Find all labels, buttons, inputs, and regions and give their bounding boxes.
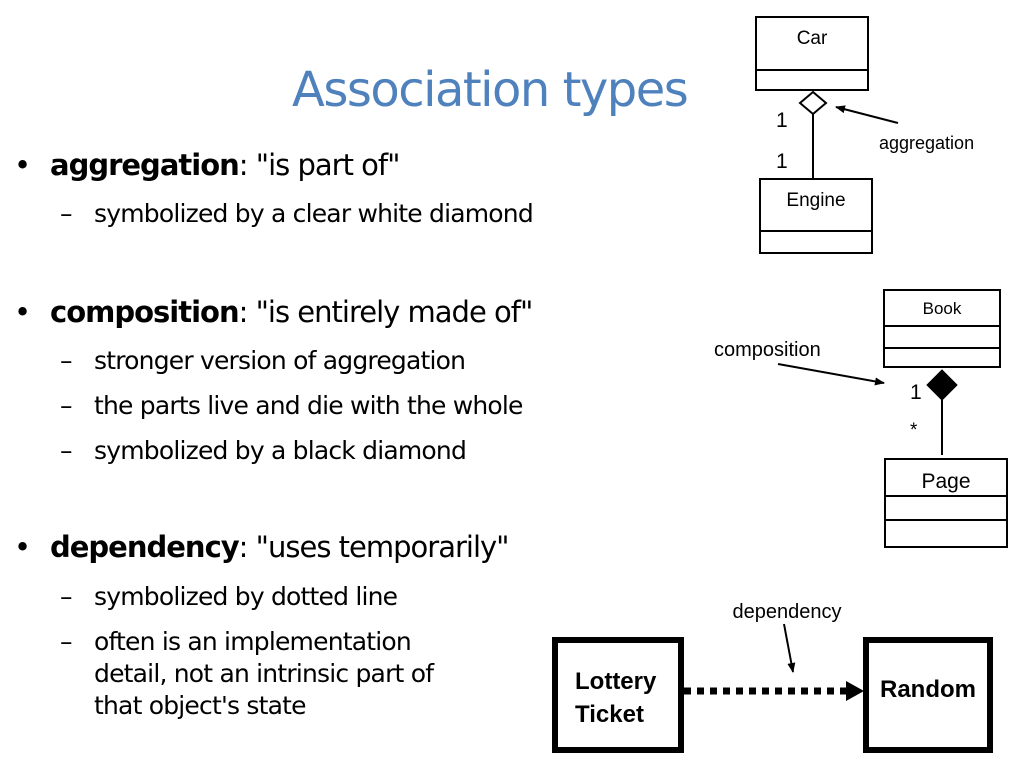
bullet-definition: : "is entirely made of": [238, 295, 534, 329]
dependency-diagram: Lottery Ticket Random dependency: [552, 601, 993, 753]
bullet-term: dependency: [50, 530, 240, 564]
diagram-label: dependency: [733, 601, 842, 623]
bullet-dependency: • dependency: "uses temporarily": [14, 530, 510, 564]
class-name: Random: [880, 676, 976, 703]
class-box-random: Random: [863, 637, 993, 753]
subitem-text: often is an implementation: [94, 627, 412, 656]
subitem: –stronger version of aggregation: [60, 345, 466, 377]
dash-glyph: –: [60, 627, 73, 656]
bullet-definition: : "uses temporarily": [238, 530, 510, 564]
bullet-composition: • composition: "is entirely made of": [14, 295, 534, 329]
arrowhead-icon: [846, 681, 864, 701]
bullet-term: aggregation: [50, 148, 240, 182]
dash-glyph: –: [60, 346, 73, 375]
subitem-text: symbolized by a clear white diamond: [94, 199, 534, 228]
subitem: –symbolized by a clear white diamond: [60, 198, 534, 230]
class-box-lottery-ticket: Lottery Ticket: [552, 637, 684, 753]
aggregation-diagram: Car 1 1 aggregation Engine: [755, 16, 974, 254]
subitem-text: detail, not an intrinsic part of: [94, 659, 434, 688]
filled-diamond-icon: [926, 369, 958, 401]
diagram-label: aggregation: [879, 133, 974, 153]
subitem-text: symbolized by dotted line: [94, 582, 398, 611]
bullet-definition: : "is part of": [238, 148, 401, 182]
class-name: Book: [923, 299, 962, 318]
class-name: Lottery: [575, 668, 657, 695]
class-box-engine: Engine: [759, 178, 873, 254]
multiplicity: 1: [776, 150, 788, 173]
slide-title: Association types: [292, 62, 689, 118]
pointer-arrow-icon: [783, 623, 796, 673]
pointer-arrow-icon: [835, 105, 899, 124]
class-box-page: Page: [884, 458, 1008, 548]
hollow-diamond-icon: [798, 90, 828, 116]
multiplicity: 1: [776, 109, 788, 132]
bullet-glyph: •: [14, 530, 31, 564]
class-box-car: Car: [755, 16, 869, 91]
dash-glyph: –: [60, 391, 73, 420]
composition-diagram: Book 1 * composition Page: [714, 289, 1008, 548]
subitem: –symbolized by a black diamond: [60, 435, 467, 467]
pointer-arrow-icon: [777, 363, 885, 386]
dash-glyph: –: [60, 436, 73, 465]
dash-glyph: –: [60, 582, 73, 611]
bullet-aggregation: • aggregation: "is part of": [14, 148, 401, 182]
bullet-term: composition: [50, 295, 240, 329]
subitem-text: stronger version of aggregation: [94, 346, 466, 375]
subitem-text: that object's state: [94, 691, 307, 720]
bullet-glyph: •: [14, 148, 31, 182]
subitem: –often is an implementation detail, not …: [60, 626, 434, 722]
class-name: Page: [921, 470, 970, 493]
subitem-text: the parts live and die with the whole: [94, 391, 523, 420]
multiplicity: 1: [910, 381, 922, 404]
class-box-book: Book: [883, 289, 1001, 368]
bullet-glyph: •: [14, 295, 31, 329]
class-name: Ticket: [575, 701, 644, 728]
class-name: Car: [797, 28, 828, 49]
diagram-label: composition: [714, 339, 821, 361]
subitem: –the parts live and die with the whole: [60, 390, 523, 422]
multiplicity: *: [910, 420, 918, 441]
subitem: –symbolized by dotted line: [60, 581, 398, 613]
dash-glyph: –: [60, 199, 73, 228]
class-name: Engine: [786, 190, 845, 211]
subitem-text: symbolized by a black diamond: [94, 436, 467, 465]
